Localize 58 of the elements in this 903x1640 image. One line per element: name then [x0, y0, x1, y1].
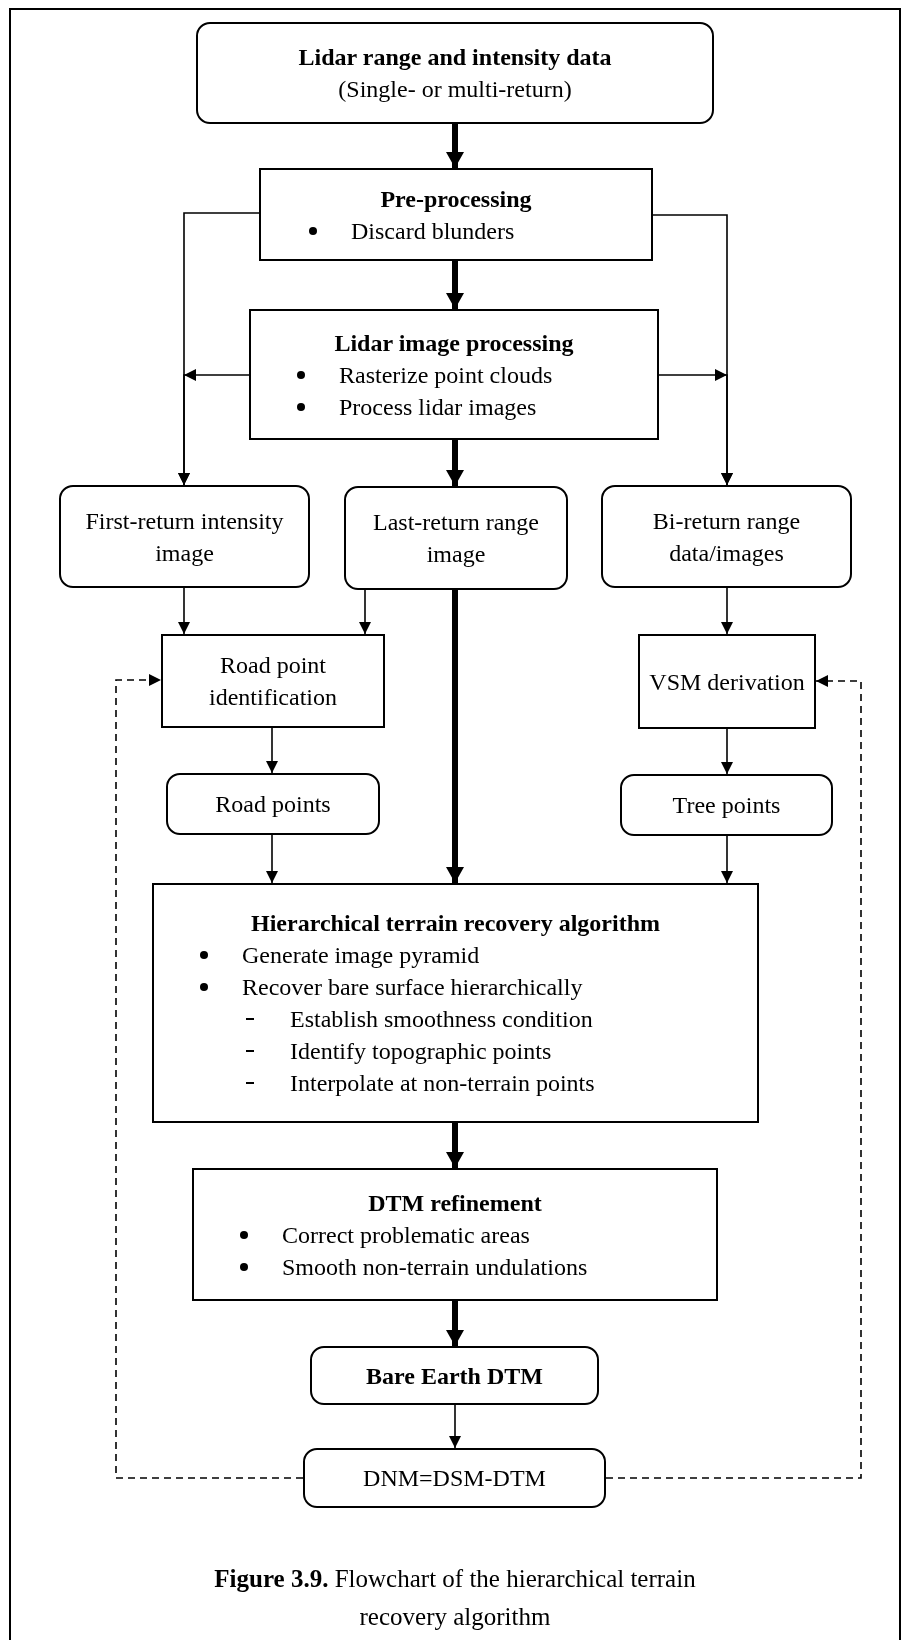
arrow	[446, 440, 464, 486]
rounded-box	[310, 1346, 599, 1405]
caption: Figure 3.9. Flowchart of the hierarchical terrain recovery algorithm	[213, 1564, 697, 1632]
arrow	[178, 369, 250, 486]
rounded-box	[344, 486, 568, 590]
heading: Pre-processing	[379, 184, 533, 214]
rounded-box	[303, 1448, 606, 1508]
bullet-item: Smooth non-terrain undulations	[282, 1252, 588, 1282]
sub-item: Establish smoothness condition	[290, 1005, 593, 1034]
bullet-item: Discard blunders	[351, 216, 515, 246]
arrow	[446, 1301, 464, 1346]
bullet-item: Process lidar images	[339, 392, 537, 422]
arrow	[178, 587, 190, 635]
rounded-box	[166, 773, 380, 835]
arrow	[266, 834, 278, 884]
arrow	[658, 369, 733, 486]
heading: Lidar image processing	[333, 328, 575, 358]
arrow	[446, 1123, 464, 1168]
node-text: Tree points	[671, 791, 782, 820]
rounded-box	[601, 485, 852, 588]
node-text: DNM=DSM-DTM	[362, 1464, 547, 1493]
node-text: Road points	[214, 790, 332, 819]
bullet-item: Rasterize point clouds	[339, 360, 553, 390]
arrow	[721, 835, 733, 884]
rounded-box	[59, 485, 310, 588]
heading: Bare Earth DTM	[365, 1361, 544, 1391]
process-box	[638, 634, 816, 729]
bullet-item: Recover bare surface hierarchically	[242, 973, 583, 1002]
node-text: VSM derivation	[648, 667, 806, 697]
bullet-item: Correct problematic areas	[282, 1220, 530, 1250]
node-text: Last-return range image	[372, 508, 540, 569]
arrow	[605, 675, 862, 1479]
sub-item: Interpolate at non-terrain points	[290, 1069, 595, 1098]
arrow	[721, 587, 733, 635]
rounded-box	[620, 774, 833, 836]
arrow	[266, 727, 278, 774]
arrow	[721, 728, 733, 775]
node-text: First-return intensity image	[84, 506, 285, 568]
arrow	[446, 261, 464, 309]
process-box	[152, 883, 759, 1123]
node-text: (Single- or multi-return)	[337, 75, 573, 104]
arrow	[446, 590, 464, 883]
rounded-box	[196, 22, 714, 124]
arrow	[115, 674, 304, 1479]
heading: DTM refinement	[367, 1188, 543, 1218]
process-box	[192, 1168, 718, 1301]
arrow	[449, 1404, 461, 1449]
sub-item: Identify topographic points	[290, 1037, 552, 1066]
process-box	[161, 634, 385, 728]
process-box	[259, 168, 653, 261]
node-text: Road point identification	[208, 651, 338, 712]
arrow	[446, 124, 464, 168]
arrow	[359, 589, 371, 635]
node-text: Bi-return range data/images	[651, 506, 802, 568]
heading: Lidar range and intensity data	[297, 43, 613, 72]
bullet-item: Generate image pyramid	[242, 941, 480, 970]
heading: Hierarchical terrain recovery algorithm	[250, 909, 661, 938]
process-box	[249, 309, 659, 440]
